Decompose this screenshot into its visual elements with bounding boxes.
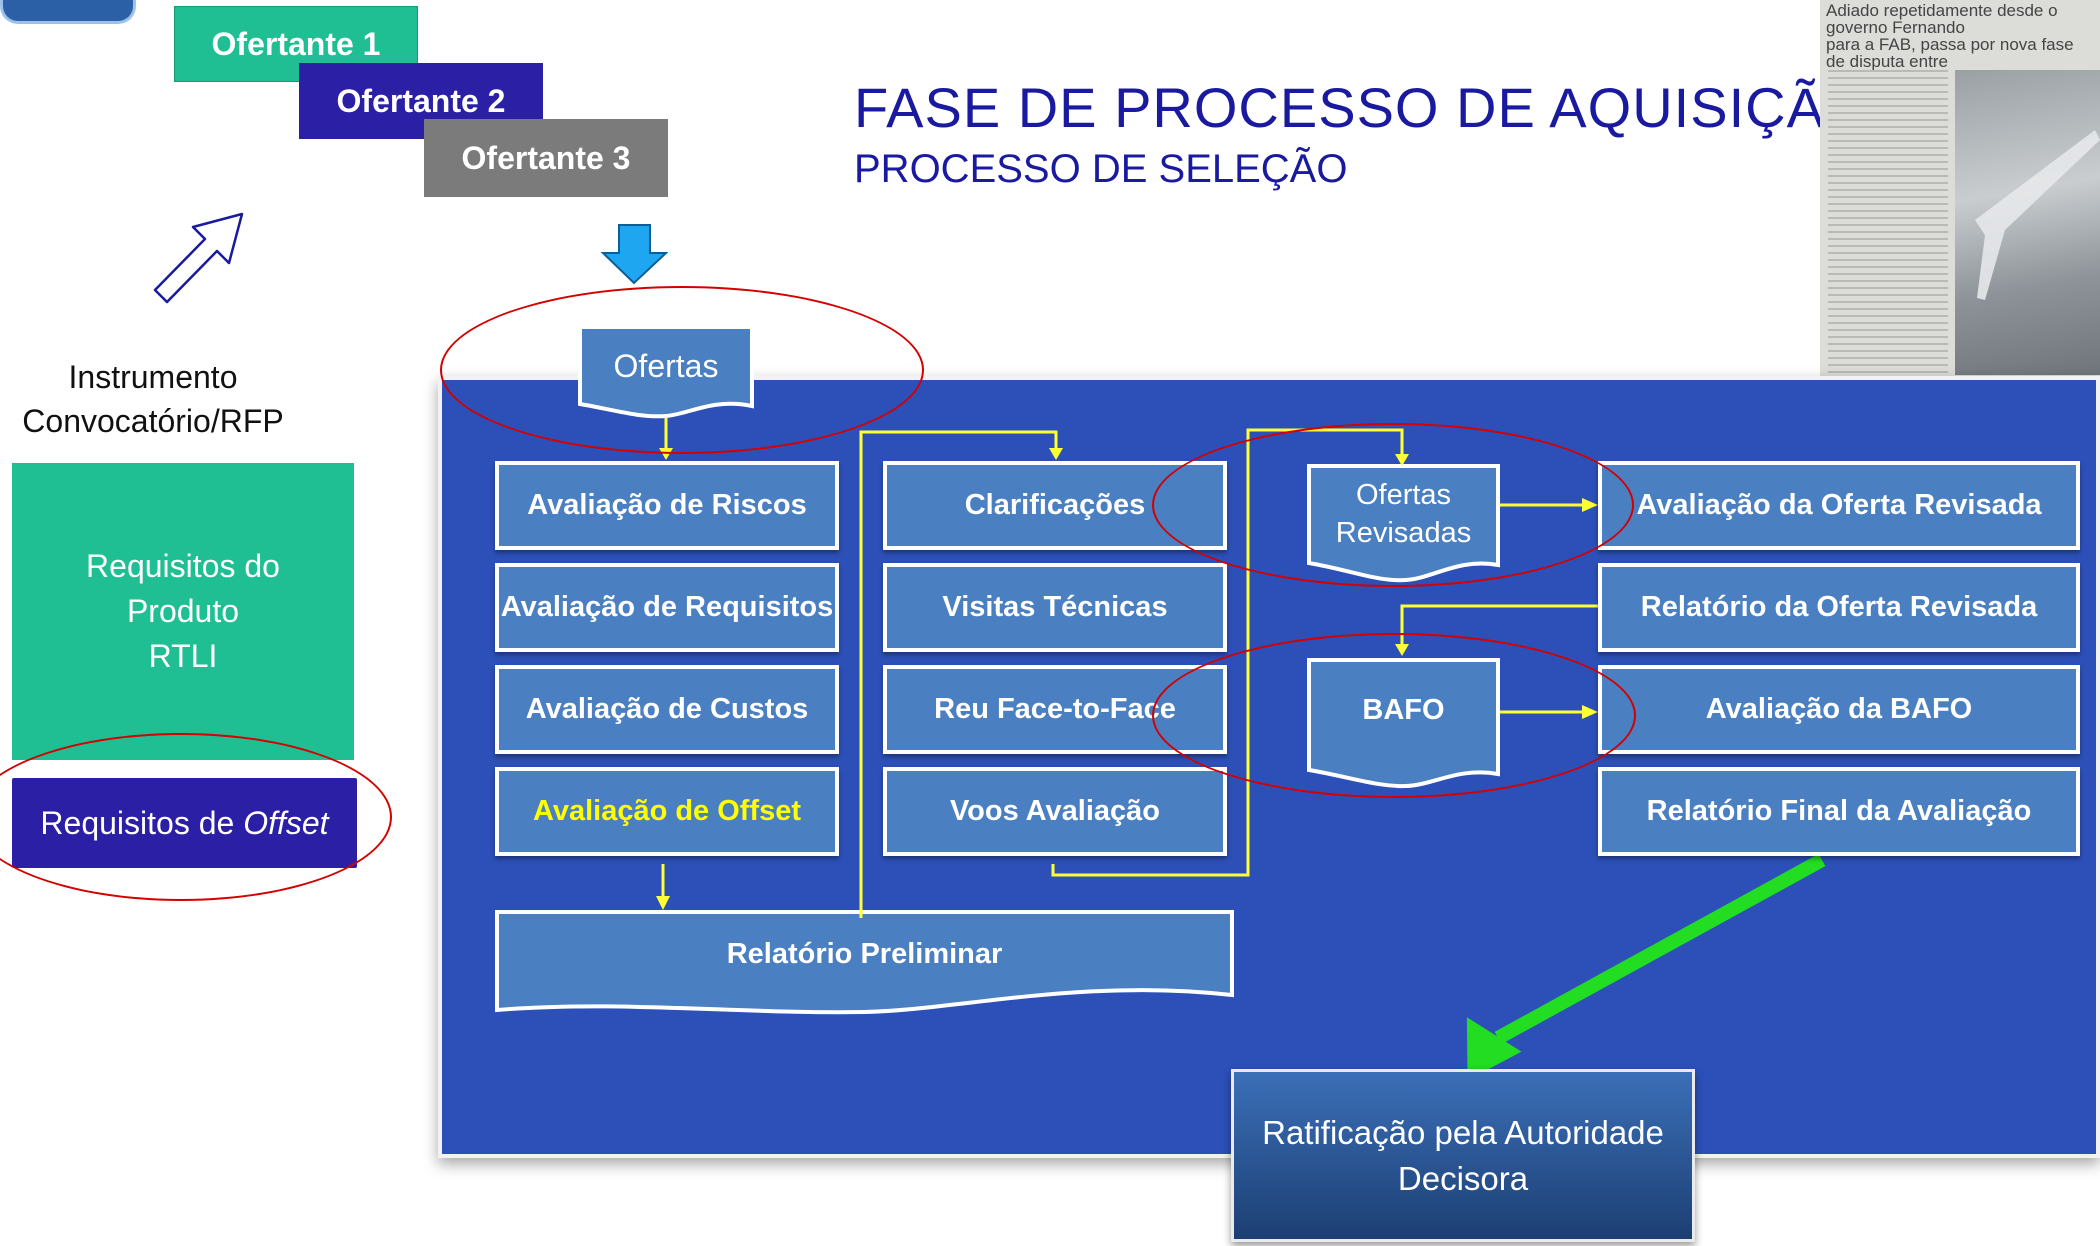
requirements-evaluation-box: Avaliação de Requisitos <box>495 563 839 652</box>
offset-requirements-box: Requisitos de Offset <box>12 778 357 868</box>
offers-label: Ofertas <box>613 347 719 384</box>
instrument-label: Instrumento Convocatório/RFP <box>0 355 306 443</box>
clarifications-box: Clarificações <box>883 461 1227 550</box>
preliminary-report-document-shape <box>495 910 1234 1015</box>
offers-document-shape <box>578 325 754 419</box>
revised-offers-document-shape <box>1307 464 1500 583</box>
ratification-line1: Ratificação pela Autoridade <box>1262 1113 1664 1151</box>
risk-evaluation-box: Avaliação de Riscos <box>495 461 839 550</box>
outline-arrow-icon <box>153 212 244 304</box>
offeror-1-box: Ofertante 1 <box>174 6 418 82</box>
ratification-box: Ratificação pela Autoridade Decisora <box>1231 1069 1695 1242</box>
revised-offer-report-box: Relatório da Oferta Revisada <box>1598 563 2080 652</box>
offeror-2-box: Ofertante 2 <box>299 63 543 139</box>
instrument-label-line1: Instrumento <box>68 359 238 395</box>
page-title: FASE DE PROCESSO DE AQUISIÇÃO <box>854 76 1870 139</box>
product-req-line1: Requisitos do <box>86 548 280 584</box>
face-to-face-meeting-box: Reu Face-to-Face <box>883 665 1227 754</box>
final-evaluation-report-box: Relatório Final da Avaliação <box>1598 767 2080 856</box>
product-req-line2: Produto <box>126 593 240 629</box>
revised-offers-label-line1: Ofertas <box>1355 479 1452 511</box>
revised-offers-label-line2: Revisadas <box>1335 517 1472 549</box>
product-requirements-box: Requisitos do Produto RTLI <box>12 463 354 760</box>
page-subtitle: PROCESSO DE SELEÇÃO <box>854 147 1348 191</box>
offset-evaluation-box: Avaliação de Offset <box>495 767 839 856</box>
newspaper-text-columns <box>1828 70 1948 375</box>
evaluation-flights-box: Voos Avaliação <box>883 767 1227 856</box>
bafo-evaluation-box: Avaliação da BAFO <box>1598 665 2080 754</box>
revised-offer-evaluation-box: Avaliação da Oferta Revisada <box>1598 461 2080 550</box>
offset-req-prefix: Requisitos de <box>40 804 244 841</box>
newspaper-jet-photo <box>1955 70 2100 375</box>
newspaper-headline-line1: Adiado repetidamente desde o governo Fer… <box>1826 1 2058 37</box>
bafo-document-shape <box>1307 658 1500 789</box>
newspaper-headline-line2: para a FAB, passa por nova fase de dispu… <box>1826 35 2074 71</box>
yellow-connector-lines <box>661 418 1598 918</box>
revised-offers-label: Ofertas Revisadas <box>1309 474 1498 554</box>
bafo-label: BAFO <box>1362 693 1445 726</box>
preliminary-report-label: Relatório Preliminar <box>726 937 1003 970</box>
product-req-line3: RTLI <box>148 638 218 674</box>
newspaper-clipping: Adiado repetidamente desde o governo Fer… <box>1820 0 2100 376</box>
offeror-3-box: Ofertante 3 <box>424 119 668 197</box>
green-arrow-icon <box>1466 853 1826 1081</box>
down-arrow-icon <box>600 224 669 285</box>
offset-req-emphasis: Offset <box>243 804 329 841</box>
jet-icon <box>1975 130 2100 300</box>
cost-evaluation-box: Avaliação de Custos <box>495 665 839 754</box>
technical-visits-box: Visitas Técnicas <box>883 563 1227 652</box>
yellow-arrowheads <box>656 448 1598 910</box>
organization-logo <box>0 0 136 24</box>
newspaper-headline: Adiado repetidamente desde o governo Fer… <box>1820 0 2100 70</box>
instrument-label-line2: Convocatório/RFP <box>22 403 284 439</box>
ratification-line2: Decisora <box>1397 1159 1529 1197</box>
